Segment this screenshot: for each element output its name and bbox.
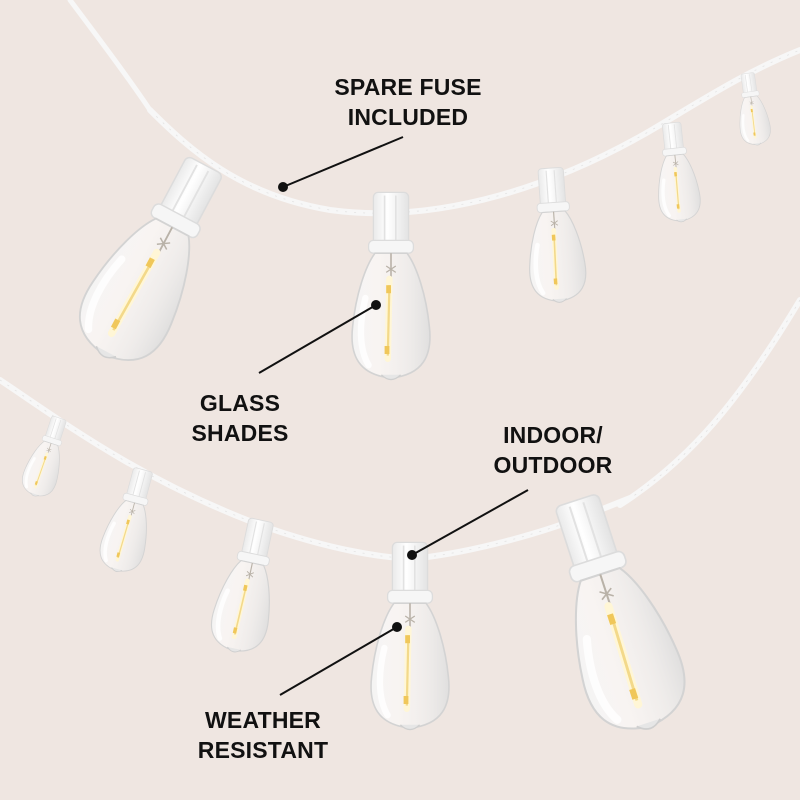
callout-weather-resistant: WEATHER RESISTANT	[188, 705, 338, 765]
pointer-glass-shades	[258, 300, 381, 374]
callout-line: INDOOR/	[503, 422, 603, 448]
pointer-indoor-outdoor	[407, 489, 529, 560]
pointer-weather-resistant	[279, 622, 402, 696]
callout-line: OUTDOOR	[493, 452, 613, 478]
bulb-upper-right-2	[649, 119, 705, 226]
bulb-large-upper-left	[64, 144, 245, 377]
callout-line: RESISTANT	[197, 737, 329, 763]
callout-spare-fuse-included: SPARE FUSE INCLUDED	[318, 72, 498, 132]
callout-line: SPARE FUSE	[334, 74, 482, 100]
callout-indoor-outdoor: INDOOR/ OUTDOOR	[478, 420, 628, 480]
bulb-upper-center	[352, 192, 430, 379]
callout-line: SHADES	[191, 420, 289, 446]
bulb-lower-left-2	[93, 462, 167, 579]
bulb-upper-right-3	[731, 69, 774, 149]
callout-line: WEATHER	[205, 707, 321, 733]
bulb-large-lower-right	[529, 485, 698, 744]
callout-line: INCLUDED	[347, 104, 469, 130]
bulb-lower-left-3	[206, 514, 289, 657]
diagonal-cable	[617, 297, 800, 508]
callout-glass-shades: GLASS SHADES	[185, 388, 295, 448]
pointer-spare-fuse	[278, 136, 404, 192]
callout-line: GLASS	[199, 390, 281, 416]
